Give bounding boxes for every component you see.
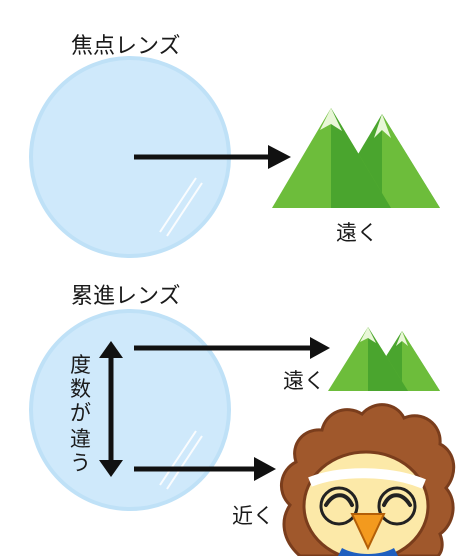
- label-near: 近く: [232, 504, 274, 528]
- svg-text:数: 数: [70, 377, 91, 401]
- arrow-icon: [134, 337, 330, 359]
- vertical-label: 度 数 が 違 う: [70, 353, 91, 475]
- svg-text:う: う: [70, 451, 91, 475]
- svg-text:が: が: [70, 401, 91, 425]
- label-far: 遠く: [283, 369, 325, 393]
- lion-mascot-icon: [280, 403, 456, 556]
- section-2-heading: 累進レンズ: [71, 284, 181, 309]
- arrow-icon: [134, 145, 291, 169]
- svg-text:違: 違: [70, 427, 91, 451]
- double-arrow-icon: [99, 341, 123, 477]
- mountain-icon: [272, 108, 440, 208]
- svg-text:度: 度: [70, 353, 91, 377]
- mountain-icon: [328, 327, 440, 391]
- arrow-icon: [134, 457, 276, 481]
- lens-icon: [29, 309, 231, 511]
- label-far: 遠く: [336, 221, 378, 245]
- section-1-heading: 焦点レンズ: [71, 34, 181, 59]
